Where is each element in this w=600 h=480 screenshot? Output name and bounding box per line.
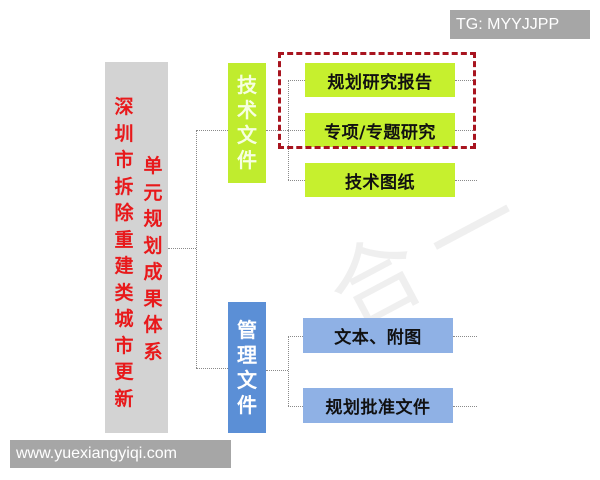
- stub-item-4: [453, 336, 477, 337]
- stub-item-1: [455, 80, 475, 81]
- category-technical-label: 技术文件: [237, 73, 257, 172]
- item-planning-research-report: 规划研究报告: [305, 63, 455, 97]
- connector-item-2: [288, 130, 305, 131]
- highlight-dashed-box: [278, 52, 476, 149]
- connector-to-mgmt: [196, 368, 228, 369]
- stub-item-2: [455, 130, 475, 131]
- connector-item-1: [288, 80, 305, 81]
- root-title-line2: 单元规划成果体系: [143, 155, 163, 363]
- connector-item-4: [288, 336, 303, 337]
- connector-mgmt-out: [266, 370, 288, 371]
- connector-to-tech: [196, 130, 228, 131]
- watermark-url: www.yuexiangyiqi.com: [10, 440, 231, 468]
- item-planning-approval-documents: 规划批准文件: [303, 388, 453, 423]
- item-technical-drawings: 技术图纸: [305, 163, 455, 197]
- connector-root: [168, 248, 196, 249]
- stub-item-5: [453, 406, 477, 407]
- connector-mgmt-branch: [288, 336, 289, 406]
- connector-item-5: [288, 406, 303, 407]
- category-management-label: 管理文件: [237, 317, 257, 417]
- connector-tech-out: [266, 130, 288, 131]
- root-title-line1: 深圳市拆除重建类城市更新: [114, 96, 134, 410]
- connector-trunk: [196, 130, 197, 368]
- root-node: 深圳市拆除重建类城市更新 单元规划成果体系: [105, 62, 168, 433]
- item-text-and-maps: 文本、附图: [303, 318, 453, 353]
- connector-item-3: [288, 180, 305, 181]
- watermark-tg: TG: MYYJJPP: [450, 10, 590, 39]
- stub-item-3: [455, 180, 477, 181]
- item-special-topic-research: 专项/专题研究: [305, 113, 455, 147]
- category-management-documents: 管理文件: [228, 302, 266, 433]
- category-technical-documents: 技术文件: [228, 63, 266, 183]
